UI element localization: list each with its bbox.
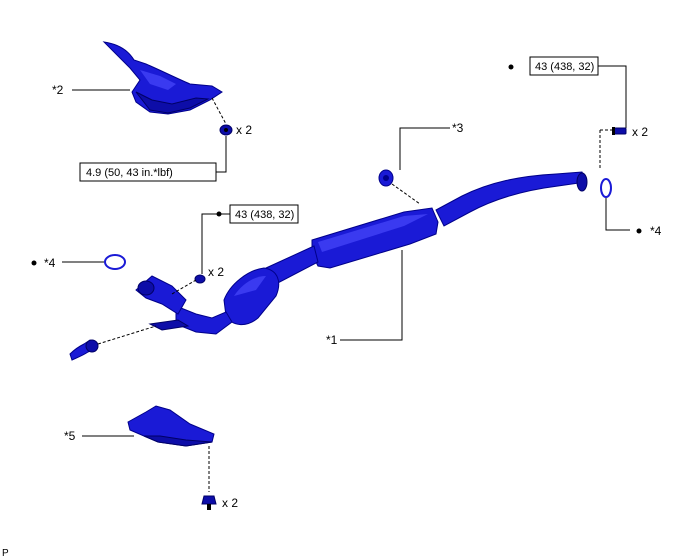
quantity-insulator-nut: x 2: [236, 123, 252, 137]
oxygen-sensor-part: [69, 339, 99, 361]
torque-front-text: 43 (438, 32): [235, 209, 294, 221]
callout-5: *5: [64, 429, 76, 443]
gasket-right-part: [600, 178, 612, 198]
corner-code: P: [2, 548, 9, 559]
insulator-nut-part: [219, 124, 233, 136]
quantity-front-nut: x 2: [208, 265, 224, 279]
callout-4-left: *4: [44, 256, 56, 270]
gasket-left-part: [104, 254, 126, 270]
torque-box-insulator: [79, 162, 217, 182]
clip-part: [201, 495, 217, 510]
quantity-tail-bolt: x 2: [632, 125, 648, 139]
callout-2: *2: [52, 83, 64, 97]
callout-3: *3: [452, 121, 464, 135]
heat-insulator-part: [102, 41, 223, 115]
callout-1: *1: [326, 333, 338, 347]
exhaust-pipe-assembly-part: [135, 171, 588, 335]
quantity-clip: x 2: [222, 496, 238, 510]
torque-insulator-text: 4.9 (50, 43 in.*lbf): [86, 167, 173, 179]
bullet-dot-icon: [31, 260, 37, 266]
torque-box-tail: [529, 56, 599, 76]
callout-4-right: *4: [650, 224, 662, 238]
front-pipe-nut-part: [194, 274, 206, 284]
bullet-dot-icon: [508, 64, 514, 70]
tail-bolt-part: [612, 127, 627, 135]
torque-tail-text: 43 (438, 32): [535, 61, 594, 73]
support-cushion-part: [378, 169, 394, 187]
bullet-dot-icon: [216, 211, 222, 217]
torque-box-front: [229, 204, 299, 224]
bullet-dot-icon: [636, 228, 642, 234]
under-cover-part: [127, 405, 215, 447]
